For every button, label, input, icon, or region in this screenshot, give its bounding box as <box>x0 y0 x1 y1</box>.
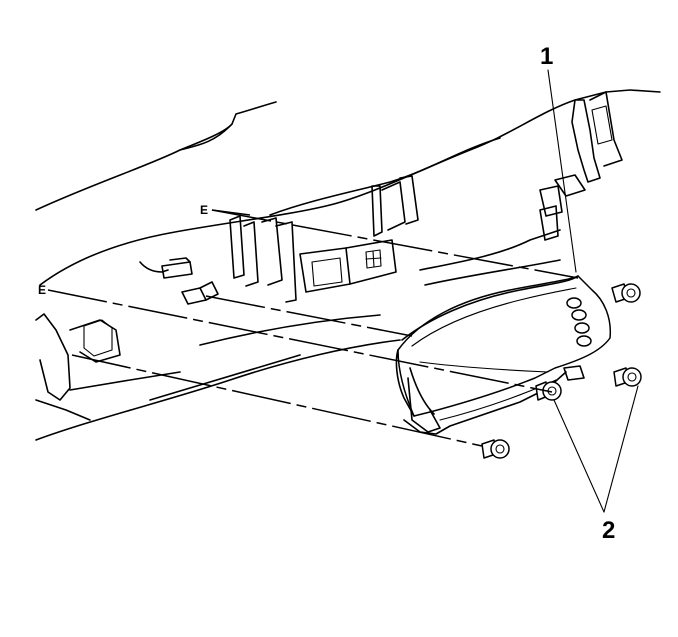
mark-e-lower: E <box>38 283 46 297</box>
mark-e-upper: E <box>200 203 208 217</box>
callout-2-label: 2 <box>602 517 615 544</box>
screw-top-right <box>611 283 641 303</box>
screw-middle-right <box>613 367 642 387</box>
callout-1-label: 1 <box>540 43 553 70</box>
callout-leaders <box>547 69 639 513</box>
alignment-lines <box>47 209 579 447</box>
instrument-cluster <box>395 275 612 435</box>
screw-bottom <box>481 439 510 459</box>
instrument-panel <box>35 89 661 441</box>
screw-middle-center <box>535 381 562 401</box>
